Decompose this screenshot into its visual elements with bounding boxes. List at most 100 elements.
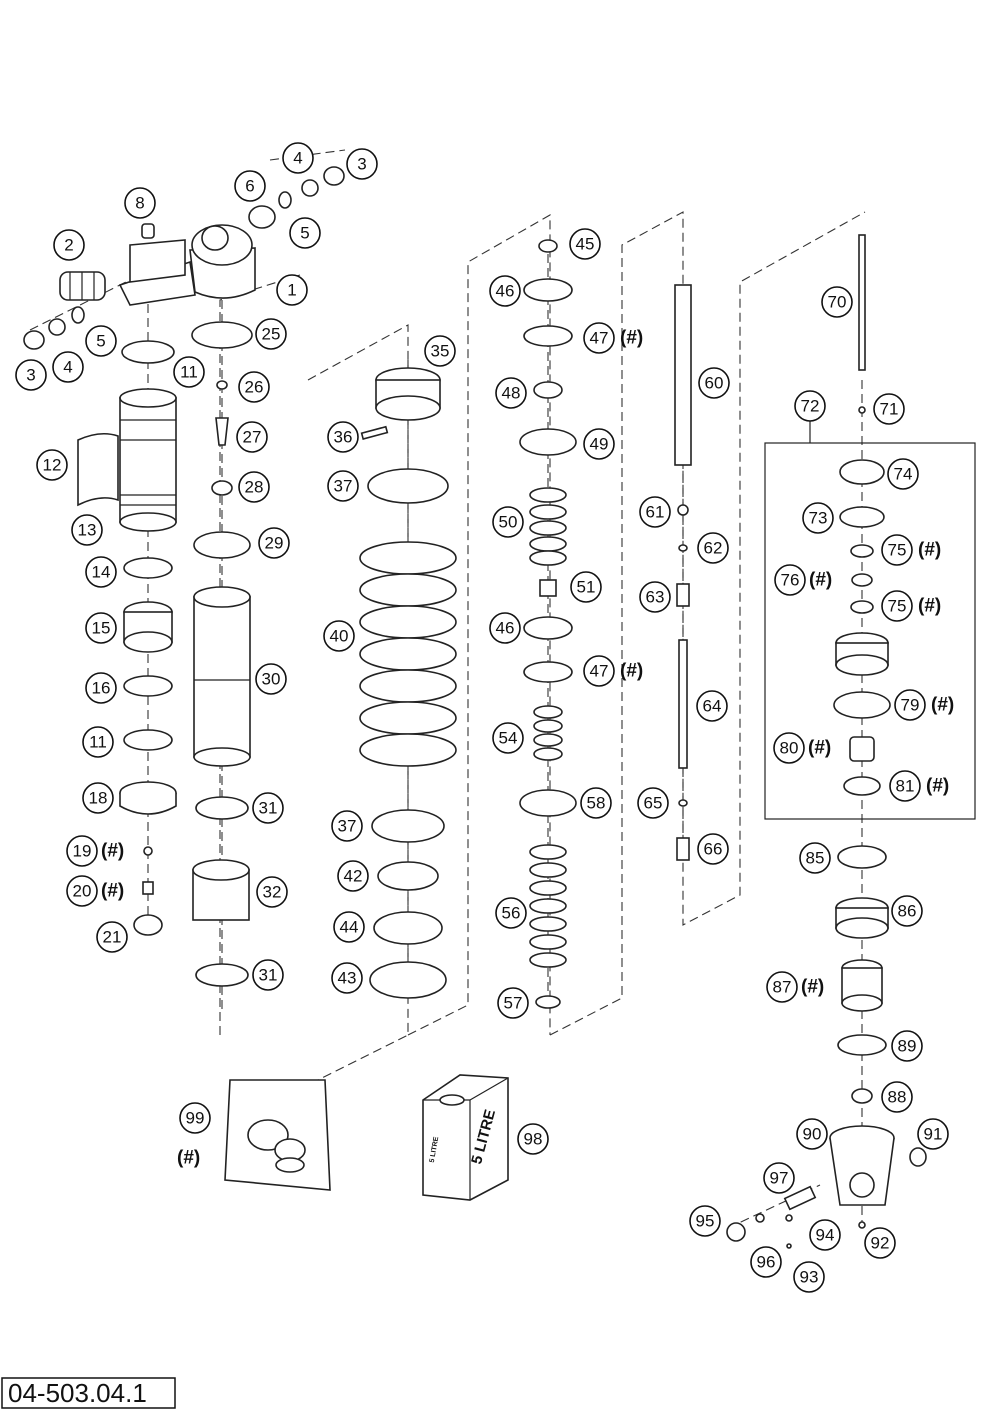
part-pin (676, 837, 690, 861)
diagram-id: 04-503.04.1 (8, 1378, 147, 1408)
callout-75: 75(#) (881, 590, 941, 622)
callout-number: 50 (499, 513, 518, 532)
callout-number: 81 (896, 777, 915, 796)
callout-number: 61 (646, 503, 665, 522)
callout-circle (492, 722, 524, 754)
callout-circle (517, 1123, 549, 1155)
callout-number: 46 (496, 282, 515, 301)
part-callouts: 1233445568111112131415161819(#)20(#)2125… (15, 142, 954, 1293)
part-seal (373, 911, 443, 945)
callout-circle (276, 274, 308, 306)
callout-58: 58 (580, 787, 612, 819)
callout-flag: (#) (918, 596, 941, 617)
callout-circle (424, 335, 456, 367)
callout-35: 35 (424, 335, 456, 367)
callout-31: 31 (252, 959, 284, 991)
callout-number: 63 (646, 588, 665, 607)
callout-number: 47 (590, 329, 609, 348)
part-circlip (837, 845, 887, 869)
callout-circle (258, 527, 290, 559)
callout-circle (255, 663, 287, 695)
callout-number: 88 (888, 1088, 907, 1107)
callout-number: 62 (704, 539, 723, 558)
callout-circle (583, 428, 615, 460)
callout-43: 43 (331, 962, 363, 994)
callout-3: 3 (346, 148, 378, 180)
callout-72: 72 (794, 390, 826, 422)
callout-circle (238, 471, 270, 503)
callout-89: 89 (891, 1030, 923, 1062)
callout-number: 43 (338, 969, 357, 988)
callout-number: 74 (894, 465, 913, 484)
callout-circle (85, 672, 117, 704)
callout-25: 25 (255, 318, 287, 350)
callout-number: 28 (245, 478, 264, 497)
callout-circle (489, 275, 521, 307)
callout-number: 18 (89, 789, 108, 808)
callout-number: 32 (263, 883, 282, 902)
part-o-ring (123, 675, 173, 697)
callout-circle (331, 962, 363, 994)
callout-15: 15 (85, 612, 117, 644)
callout-number: 4 (63, 358, 72, 377)
callout-circle (497, 987, 529, 1019)
callout-49: 49 (583, 428, 615, 460)
part-piston-rod (674, 284, 692, 466)
callout-number: 57 (504, 994, 523, 1013)
part-retainer (193, 531, 251, 559)
part-circlip (195, 796, 249, 820)
callout-number: 29 (265, 534, 284, 553)
callout-circle (583, 655, 615, 687)
part-reservoir-cap (119, 781, 177, 815)
callout-circle (580, 787, 612, 819)
callout-85: 85 (799, 842, 831, 874)
callout-number: 35 (431, 342, 450, 361)
part-valve-seat (835, 632, 889, 676)
callout-number: 47 (590, 662, 609, 681)
part-washer-large (367, 468, 449, 504)
callout-number: 30 (262, 670, 281, 689)
part-o-ring (121, 340, 175, 364)
callout-flag: (#) (620, 661, 643, 682)
callout-number: 46 (496, 619, 515, 638)
callout-number: 27 (243, 428, 262, 447)
callout-31: 31 (252, 792, 284, 824)
callout-circle (36, 449, 68, 481)
callout-81: 81(#) (889, 770, 949, 802)
callout-number: 73 (809, 509, 828, 528)
callout-circle (82, 782, 114, 814)
callout-circle (489, 612, 521, 644)
callout-40: 40 (323, 620, 355, 652)
part-bushing-small (538, 239, 558, 253)
callout-number: 80 (780, 739, 799, 758)
part-reservoir (119, 388, 177, 532)
part-o-ring (191, 321, 253, 349)
callout-circle (639, 496, 671, 528)
callout-30: 30 (255, 663, 287, 695)
part-adjuster-rod (678, 639, 688, 769)
callout-27: 27 (236, 421, 268, 453)
callout-circle (85, 325, 117, 357)
part-small-part (677, 504, 689, 516)
part-circlip (195, 963, 249, 987)
callout-number: 11 (89, 733, 107, 752)
callout-circle (238, 371, 270, 403)
part-valve-body (839, 459, 885, 485)
callout-71: 71 (873, 393, 905, 425)
callout-61: 61 (639, 496, 671, 528)
part-bushing (23, 330, 45, 350)
callout-number: 56 (502, 904, 521, 923)
part-bearing (248, 205, 276, 229)
part-cap (726, 1222, 746, 1242)
part-valve (142, 881, 154, 895)
callout-44: 44 (333, 911, 365, 943)
callout-circle (793, 1261, 825, 1293)
callout-65: 65 (637, 787, 669, 819)
callout-number: 92 (871, 1234, 890, 1253)
callout-2: 2 (53, 229, 85, 261)
callout-93: 93 (793, 1261, 825, 1293)
callout-66: 66 (697, 833, 729, 865)
callout-19: 19(#) (66, 835, 124, 867)
oil-can: 5 LITRE 5 LITRE (422, 1074, 509, 1201)
callout-circle (637, 787, 669, 819)
